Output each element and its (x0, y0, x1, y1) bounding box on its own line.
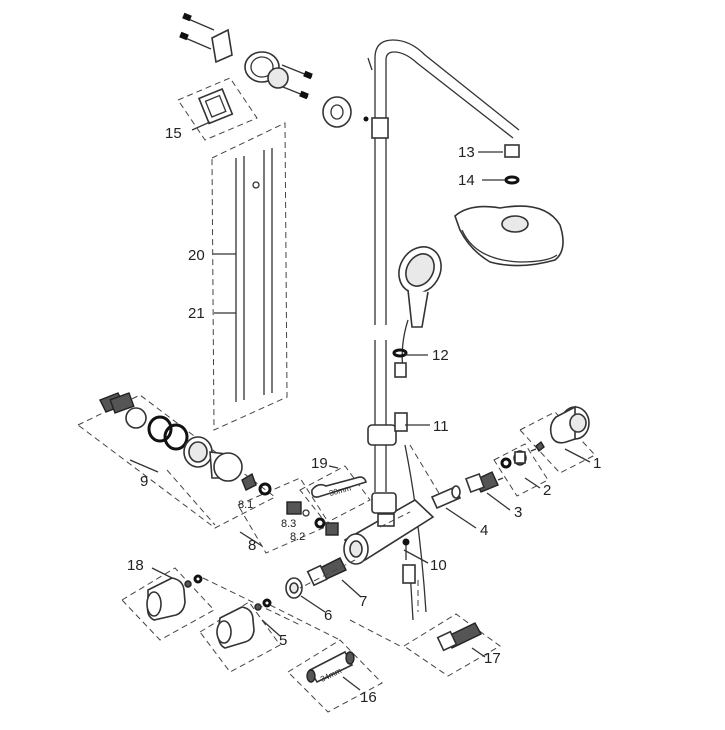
callout-7: 7 (359, 593, 367, 610)
part-8.2-filter (325, 522, 339, 536)
callout-16: 16 (360, 689, 377, 706)
right-parts-group (430, 405, 596, 510)
part-8.3-washer (302, 509, 310, 517)
box-20-21 (211, 122, 288, 431)
wall-bracket-group (177, 12, 352, 141)
callout-13: 13 (458, 144, 475, 161)
riser-top-fitting (371, 117, 389, 139)
shower-riser-group (363, 39, 564, 621)
head-washer (504, 175, 520, 185)
callout-21: 21 (188, 305, 205, 322)
box-18 (121, 567, 215, 641)
callout-10: 10 (430, 557, 447, 574)
callout-11: 11 (433, 418, 449, 435)
cartridge-9-group (77, 392, 276, 529)
o-ring-1 (147, 415, 173, 443)
wall-anchor-plate (197, 88, 234, 125)
outlet-nipple (402, 564, 416, 584)
callout-8-3: 8.3 (281, 518, 296, 530)
callout-4: 4 (480, 522, 488, 539)
leader-lines (129, 121, 591, 691)
callout-1: 1 (593, 455, 601, 472)
callout-17: 17 (484, 650, 501, 667)
thermostat-outlet (371, 492, 397, 514)
callout-8-1: 8.1 (238, 499, 253, 511)
hand-shower-holder (367, 424, 397, 446)
box-5 (199, 601, 281, 673)
wrench-19-group (299, 465, 371, 524)
callout-14: 14 (458, 172, 475, 189)
callout-12: 12 (432, 347, 449, 364)
callout-15: 15 (165, 125, 182, 142)
box-19 (299, 465, 371, 524)
wrench-30mm (311, 476, 367, 498)
callout-20: 20 (188, 247, 205, 264)
bracket-body (267, 67, 289, 89)
thermo-cartridge (99, 392, 135, 414)
callout-labels: 1 2 3 4 5 6 7 8 8.1 8.2 8.3 9 10 11 12 1… (127, 125, 601, 706)
overhead-arm (374, 39, 520, 131)
head-nut (504, 144, 520, 158)
wall-plate (211, 28, 233, 64)
lower-left-group (121, 557, 347, 673)
hose-nut (394, 362, 407, 378)
thermostat-body (343, 492, 435, 584)
part-8.1-spring (241, 472, 257, 491)
rail-package-box (211, 122, 288, 431)
callout-5: 5 (279, 632, 287, 649)
callout-9: 9 (140, 473, 148, 490)
cartridge-ring (125, 407, 147, 429)
o-ring-2 (163, 423, 189, 451)
callout-6: 6 (324, 607, 332, 624)
part-8-check-valve (286, 501, 302, 515)
wall-screws (179, 12, 313, 100)
hose-washer (392, 348, 408, 358)
callout-2: 2 (543, 482, 551, 499)
small-parts-8-group (237, 472, 339, 554)
hand-shower (398, 246, 442, 328)
box-16 (287, 639, 383, 713)
callout-3: 3 (514, 504, 522, 521)
callout-18: 18 (127, 557, 144, 574)
box-17 (403, 613, 501, 677)
callout-8-2: 8.2 (290, 531, 305, 543)
box-15 (177, 77, 258, 141)
thermostat-screw (402, 538, 410, 546)
cover-rosette (322, 96, 352, 128)
lower-right-group (287, 613, 501, 713)
callout-8: 8 (248, 537, 256, 554)
callout-19: 19 (311, 455, 328, 472)
overhead-shower-head (454, 205, 564, 267)
box-2 (493, 443, 549, 497)
